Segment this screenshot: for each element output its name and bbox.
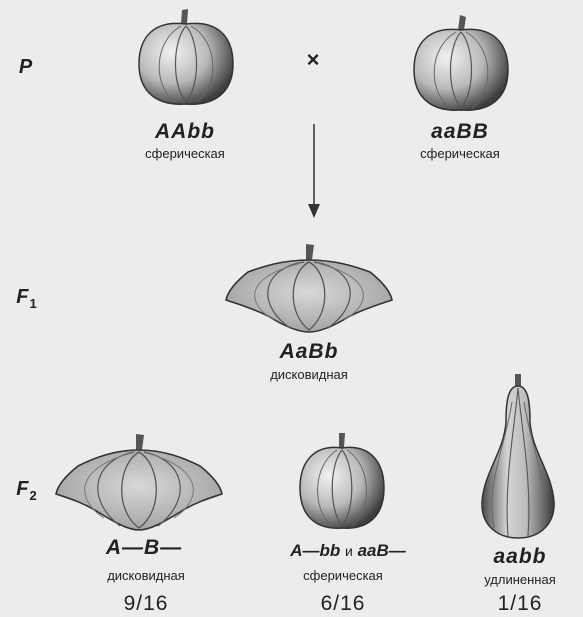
arrow-down-icon xyxy=(308,124,320,218)
elongated-squash-icon xyxy=(481,374,555,539)
generation-label-p: P xyxy=(18,56,34,78)
spherical-pumpkin-icon xyxy=(299,433,385,529)
f2-disc-genotype: A—B— xyxy=(105,536,183,559)
parent-1-genotype: AAbb xyxy=(155,120,215,143)
f2-spherical-genotypes: A—bb и aaB— xyxy=(290,541,406,560)
spherical-pumpkin-icon xyxy=(413,15,509,111)
f2-spherical-ratio: 6/16 xyxy=(320,592,366,615)
f2-disc-phenotype: дисковидная xyxy=(107,568,185,583)
spherical-pumpkin-icon xyxy=(138,9,234,105)
generation-label-f2: F2 xyxy=(16,478,38,503)
f2-spherical-phenotype: сферическая xyxy=(303,568,383,583)
parent-2-genotype: aaBB xyxy=(431,120,489,143)
disc-squash-icon xyxy=(225,244,393,333)
f2-disc-ratio: 9/16 xyxy=(123,592,169,615)
f2-elongated-phenotype: удлиненная xyxy=(484,572,556,587)
parent-2-phenotype: сферическая xyxy=(420,146,500,161)
f1-phenotype: дисковидная xyxy=(270,367,348,382)
f2-elongated-genotype: aabb xyxy=(493,545,547,568)
disc-squash-icon xyxy=(55,434,223,531)
f1-genotype: AaBb xyxy=(279,340,339,363)
cross-symbol: × xyxy=(306,47,320,72)
f2-elongated-ratio: 1/16 xyxy=(497,592,543,615)
parent-1-phenotype: сферическая xyxy=(145,146,225,161)
generation-label-f1: F1 xyxy=(16,286,38,311)
